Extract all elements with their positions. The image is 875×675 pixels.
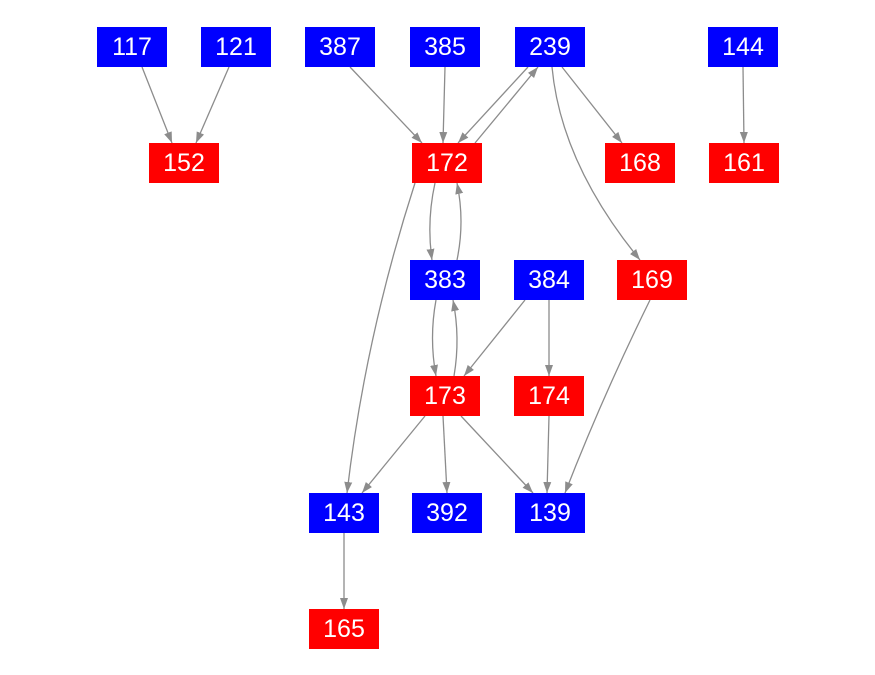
node-383: 383 [410, 260, 480, 300]
node-168: 168 [605, 143, 675, 183]
edge-239-169 [551, 66, 641, 261]
edge-383-173 [430, 299, 438, 377]
node-165: 165 [309, 609, 379, 649]
node-169: 169 [617, 260, 687, 300]
node-173: 173 [410, 376, 480, 416]
edges-group [141, 66, 748, 609]
node-117: 117 [97, 27, 167, 67]
edge-172-239 [474, 66, 539, 144]
node-139: 139 [515, 493, 585, 533]
node-174: 174 [514, 376, 584, 416]
edge-121-152 [195, 66, 230, 144]
node-172: 172 [412, 143, 482, 183]
edge-239-168 [561, 66, 623, 144]
edge-117-152 [141, 66, 173, 144]
edge-173-392 [442, 415, 451, 494]
edge-173-383 [451, 299, 460, 377]
edge-174-139 [543, 415, 552, 494]
node-239: 239 [515, 27, 585, 67]
edge-172-383 [426, 182, 436, 261]
edge-385-172 [439, 66, 448, 144]
edge-173-139 [460, 415, 534, 494]
edge-387-172 [349, 66, 423, 144]
edge-383-172 [455, 182, 464, 261]
node-144: 144 [708, 27, 778, 67]
node-143: 143 [309, 493, 379, 533]
node-161: 161 [709, 143, 779, 183]
node-385: 385 [410, 27, 480, 67]
edge-384-173 [463, 299, 526, 377]
edge-173-143 [361, 415, 426, 494]
edge-172-143 [344, 182, 416, 494]
node-121: 121 [201, 27, 271, 67]
edge-144-161 [739, 66, 748, 144]
edge-239-172 [457, 66, 529, 144]
node-392: 392 [412, 493, 482, 533]
node-387: 387 [305, 27, 375, 67]
node-152: 152 [149, 143, 219, 183]
edge-169-139 [564, 299, 651, 494]
node-384: 384 [514, 260, 584, 300]
